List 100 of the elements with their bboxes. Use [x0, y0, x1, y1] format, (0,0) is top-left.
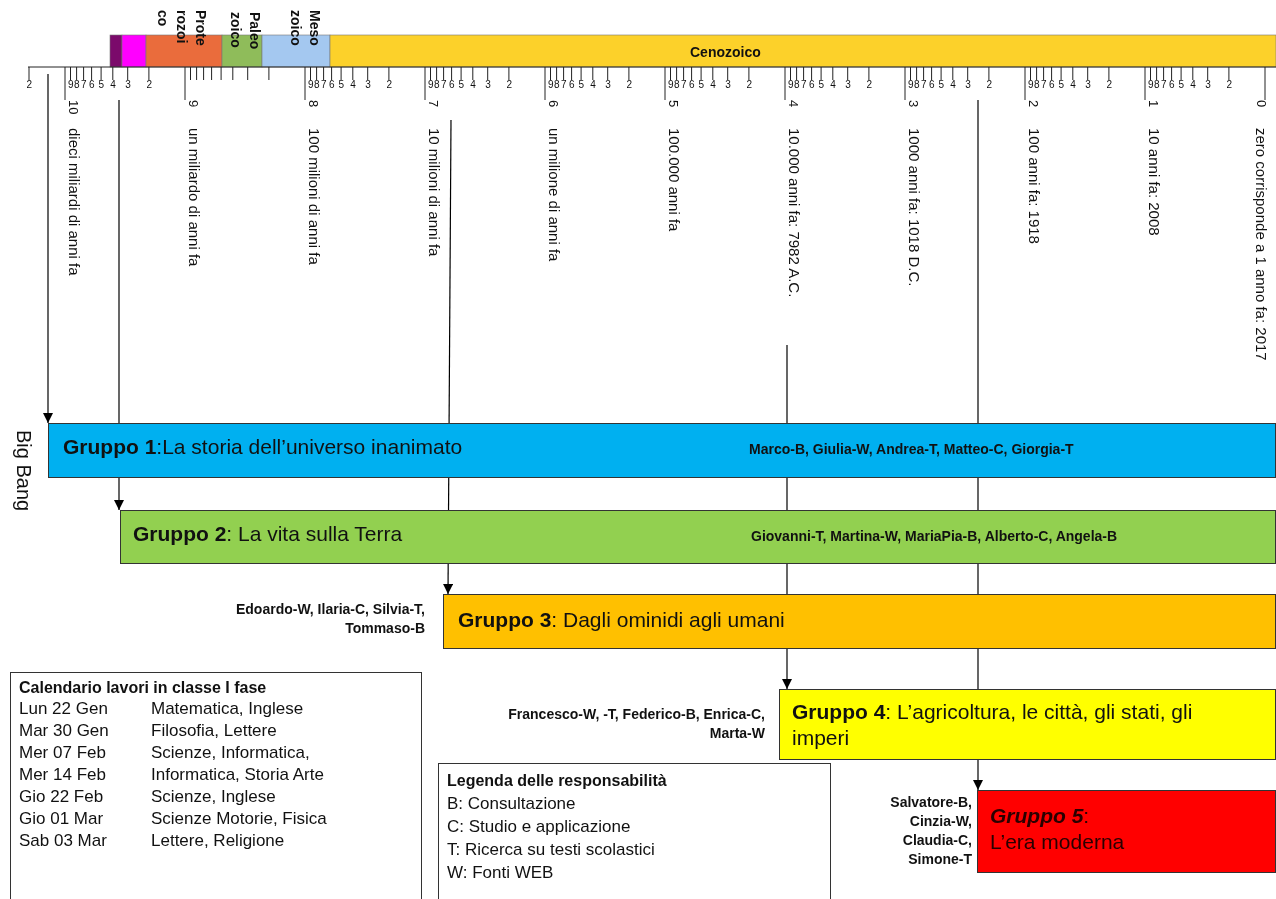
schedule-subjects: Informatica, Storia Arte [151, 765, 325, 785]
tick-label: 9 [1028, 79, 1034, 90]
time-description: 10.000 anni fa: 7982 A.C. [786, 128, 803, 298]
tick-label: 6 [89, 79, 95, 90]
tick-label: 4 [590, 79, 596, 90]
schedule-panel [10, 672, 422, 899]
tick-label: 9 [908, 79, 914, 90]
time-description: 100 milioni di anni fa [306, 128, 323, 265]
tick-label: 5 [578, 79, 585, 90]
tick-label: 4 [950, 79, 956, 90]
group-title: Gruppo 3: Dagli ominidi agli umani [458, 607, 785, 633]
axis-number: 9 [186, 100, 201, 108]
tick-label: 7 [1161, 79, 1167, 90]
tick-label: 7 [561, 79, 567, 90]
axis-number: 10 [66, 100, 81, 115]
tick-label: 9 [1148, 79, 1154, 90]
time-description: 10 anni fa: 2008 [1146, 128, 1163, 236]
schedule-subjects: Lettere, Religione [151, 831, 286, 851]
member-names: Francesco-W, -T, Federico-B, Enrica-C, Marta-W [507, 705, 765, 743]
axis-number: 8 [306, 100, 321, 108]
era-label: Prote rozoi co [154, 10, 210, 48]
axis-number: 0 [1254, 100, 1269, 108]
tick-label: 3 [1085, 79, 1091, 90]
tick-label: 9 [308, 79, 314, 90]
time-description: 100 anni fa: 1918 [1026, 128, 1043, 244]
tick-label: 3 [605, 79, 611, 90]
group-bar [443, 594, 1276, 649]
tick-label: 3 [845, 79, 851, 90]
group-title: Gruppo 1:La storia dell’universo inanimato [63, 434, 463, 460]
tick-label: 7 [321, 79, 327, 90]
tick-label: 2 [1106, 79, 1112, 90]
tick-label: 2 [506, 79, 512, 90]
schedule-date: Mar 30 Gen [19, 721, 110, 741]
time-description: zero corrisponde a 1 anno fa: 2017 [1253, 128, 1270, 361]
schedule-subjects: Filosofia, Lettere [151, 721, 278, 741]
axis-number: 1 [1146, 100, 1161, 108]
tick-label: 8 [794, 79, 800, 90]
tick-label: 3 [1205, 79, 1211, 90]
tick-label: 6 [689, 79, 695, 90]
tick-label: 9 [788, 79, 794, 90]
group-bar [120, 510, 1276, 564]
schedule-date: Sab 03 Mar [19, 831, 108, 851]
tick-label: 2 [986, 79, 992, 90]
tick-label: 8 [914, 79, 920, 90]
tick-label: 2 [866, 79, 872, 90]
tick-label: 9 [68, 79, 74, 90]
tick-label: 8 [1034, 79, 1040, 90]
schedule-date: Gio 22 Feb [19, 787, 105, 807]
tick-label: 6 [1169, 79, 1175, 90]
member-names: Salvatore-B, Cinzia-W, Claudia-C, Simone-T [889, 793, 972, 869]
tick-label: 7 [681, 79, 687, 90]
schedule-date: Lun 22 Gen [19, 699, 109, 719]
tick-label: 8 [674, 79, 680, 90]
tick-label: 8 [74, 79, 80, 90]
panel-heading: Legenda delle responsabilità [447, 771, 667, 791]
tick-label: 3 [365, 79, 371, 90]
member-names: Giovanni-T, Martina-W, MariaPia-B, Alberto-C, Angela-B [751, 528, 1118, 544]
tick-label: 5 [938, 79, 945, 90]
tick-label: 5 [698, 79, 705, 90]
group-title: Gruppo 2: La vita sulla Terra [133, 521, 403, 547]
group-title: Gruppo 5: L’era moderna [990, 803, 1126, 855]
tick-label: 6 [929, 79, 935, 90]
tick-label: 4 [710, 79, 716, 90]
tick-label: 5 [98, 79, 105, 90]
time-description: 1000 anni fa: 1018 D.C. [906, 128, 923, 287]
tick-label: 6 [569, 79, 575, 90]
tick-label: 2 [386, 79, 392, 90]
time-description: dieci miliardi di anni fa [66, 128, 83, 276]
tick-label: 2 [146, 79, 152, 90]
schedule-subjects: Scienze, Informatica, [151, 743, 311, 763]
tick-label: 8 [1154, 79, 1160, 90]
era-label: Meso zoico [287, 10, 324, 48]
big-bang-label: Big Bang [12, 430, 35, 512]
tick-label: 4 [830, 79, 836, 90]
tick-label: 5 [458, 79, 465, 90]
tick-label: 5 [338, 79, 345, 90]
tick-label: 3 [725, 79, 731, 90]
era-label: Paleo zoico [227, 12, 264, 52]
tick-label: 2 [26, 79, 33, 90]
schedule-date: Mer 07 Feb [19, 743, 107, 763]
tick-label: 2 [746, 79, 752, 90]
time-description: 10 milioni di anni fa [426, 128, 443, 257]
time-description: un miliardo di anni fa [186, 128, 203, 267]
member-names: Edoardo-W, Ilaria-C, Silvia-T, Tommaso-B [235, 600, 425, 638]
tick-label: 9 [428, 79, 434, 90]
tick-label: 9 [668, 79, 674, 90]
legend-entry: W: Fonti WEB [447, 862, 554, 884]
schedule-subjects: Matematica, Inglese [151, 699, 305, 719]
tick-label: 5 [1178, 79, 1185, 90]
axis-number: 4 [786, 100, 801, 108]
tick-label: 9 [548, 79, 554, 90]
tick-label: 2 [626, 79, 632, 90]
tick-label: 6 [1049, 79, 1055, 90]
legend-entry: B: Consultazione [447, 793, 576, 815]
tick-label: 4 [470, 79, 476, 90]
tick-label: 8 [314, 79, 320, 90]
tick-label: 2 [1226, 79, 1232, 90]
tick-label: 7 [921, 79, 927, 90]
schedule-date: Gio 01 Mar [19, 809, 105, 829]
member-names: Marco-B, Giulia-W, Andrea-T, Matteo-C, Giorgia-T [749, 441, 1074, 457]
